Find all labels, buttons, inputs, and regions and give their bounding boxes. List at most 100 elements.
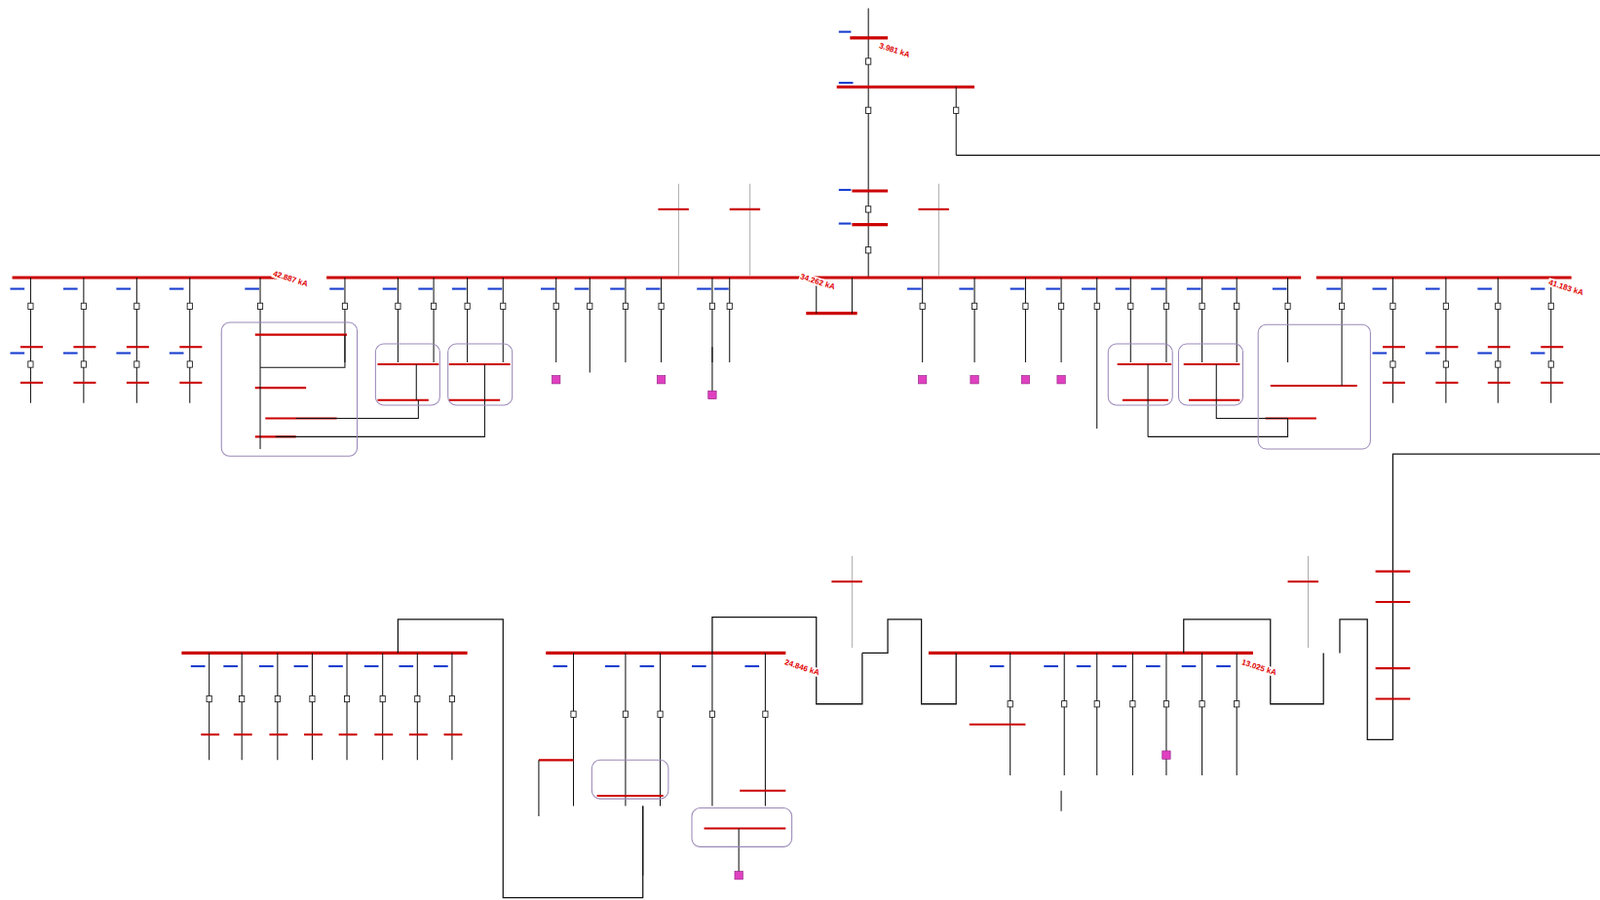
feeder-line [659,652,661,806]
group-outline [375,343,440,406]
bus-tag [696,287,712,290]
breaker-symbol [28,361,34,368]
breaker-symbol [1094,701,1100,708]
bus-bar [1288,580,1319,583]
bus-tag [1181,665,1197,668]
breaker-symbol [309,695,315,702]
bus-tag [1371,351,1387,354]
bus-tag [1145,665,1161,668]
bus-tag [398,665,414,668]
bus-tag [838,31,852,34]
breaker-symbol [430,303,436,309]
bus-tag [990,665,1005,668]
group-outline [448,343,513,406]
aux-line [851,556,853,648]
tie-line [275,400,486,438]
aux-line [678,184,680,276]
group-outline [591,760,669,800]
tie-line [397,619,643,899]
load-symbol [970,376,979,384]
breaker-symbol [709,711,715,718]
feeder-line [136,277,138,404]
bus-bar [1375,571,1411,573]
feeder-line [1550,277,1552,404]
tie-line [1147,419,1288,438]
feeder-line [555,277,557,363]
feeder-line [208,652,210,761]
breaker-symbol [726,303,732,309]
tie-line [862,619,956,705]
breaker-symbol [1094,303,1100,309]
breaker-symbol [866,107,872,114]
feeder-line [260,277,262,363]
breaker-symbol [187,303,192,309]
tie-line [1339,454,1600,740]
bus-bar [928,651,1254,655]
feeder-line [1445,277,1447,404]
bus-tag [223,665,238,668]
feeder-line [466,277,468,363]
feeder-line [1147,364,1149,437]
current-label: 34.262 kA [798,271,838,293]
bus-tag [452,287,467,290]
bus-bar [304,733,323,736]
breaker-symbol [971,303,977,309]
bus-tag [1530,351,1546,354]
feeder-line [82,277,84,404]
bus-tag [907,287,922,290]
feeder-line [416,364,418,401]
bus-tag [63,351,78,354]
bus-bar [255,386,306,389]
breaker-symbol [395,303,401,309]
bus-bar [73,381,96,384]
breaker-symbol [709,303,715,309]
feeder-line [241,652,243,761]
feeder-line [1201,652,1203,776]
breaker-symbol [187,361,192,368]
current-label: 41.183 kA [1546,277,1586,299]
feeder-line [1341,362,1343,386]
bus-bar [1375,601,1411,604]
bus-tag [744,665,760,668]
bus-bar [1375,667,1411,670]
bus-tag [540,287,556,290]
bus-tag [382,287,398,290]
breaker-symbol [239,695,245,702]
feeder-line [624,277,626,363]
load-symbol [1162,751,1171,760]
breaker-symbol [1390,303,1396,309]
feeder-line [1096,652,1098,776]
bus-bar [1117,363,1173,366]
bus-tag [63,287,78,290]
feeder-line [1132,652,1134,776]
bus-bar [12,275,278,279]
bus-bar [597,795,664,798]
feeder-line [1061,277,1063,363]
breaker-symbol [1495,361,1501,368]
group-outline [1179,343,1244,406]
bus-tag [1043,665,1059,668]
bus-bar [704,827,787,830]
bus-tag [1216,665,1231,668]
feeder-line [30,277,32,404]
load-symbol [1057,376,1066,384]
bus-bar [969,723,1027,726]
breaker-symbol [1338,303,1344,309]
feeder-line [1096,277,1098,363]
breaker-symbol [866,247,872,254]
current-label: 42.887 kA [270,268,310,290]
bus-tag [1425,351,1441,354]
feeder-line [417,652,419,761]
bus-bar [377,399,428,402]
feeder-line [589,362,591,373]
breaker-symbol [1199,701,1205,708]
bus-tag [646,287,661,290]
feeder-line [728,277,730,363]
breaker-symbol [553,303,559,309]
bus-tag [1186,287,1202,290]
breaker-symbol [657,711,663,718]
bus-bar [1487,381,1511,384]
breaker-symbol [1023,303,1029,309]
breaker-symbol [28,303,34,309]
